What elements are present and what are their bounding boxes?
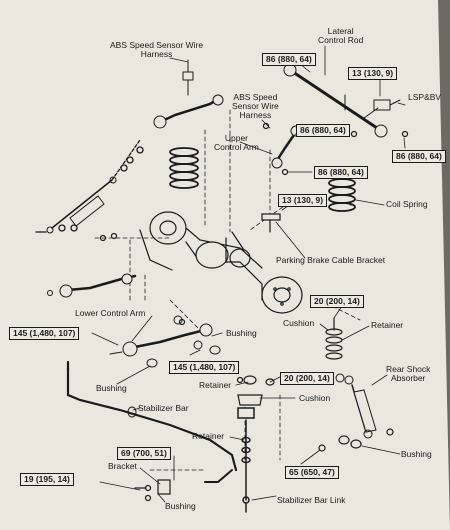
stabilizer-bar	[66, 360, 238, 483]
bushing-chain-upper	[35, 139, 144, 233]
coil-spring-left	[169, 147, 199, 189]
label-abs-harness-left: ABS Speed Sensor Wire Harness	[110, 40, 204, 59]
label-bushing-center: Bushing	[226, 328, 257, 338]
label-lateral-control-rod: Lateral Control Rod	[318, 26, 364, 45]
label-abs-harness-mid: ABS Speed Sensor Wire Harness	[232, 92, 279, 120]
label-upper-control-arm: Upper Control Arm	[214, 133, 259, 152]
torque-20-mid: 20 (200, 14)	[280, 372, 334, 385]
parking-brake-bracket	[261, 213, 281, 233]
label-rear-shock-absorber: Rear Shock Absorber	[386, 364, 431, 383]
torque-86-lower: 86 (880, 64)	[314, 166, 368, 179]
torque-65: 65 (650, 47)	[285, 466, 339, 479]
label-bushing-bottom: Bushing	[165, 501, 196, 511]
lower-control-arm	[109, 315, 221, 368]
label-parking-brake-cable-bracket: Parking Brake Cable Bracket	[276, 255, 386, 265]
label-retainer-mid: Retainer	[199, 380, 232, 390]
bolts	[99, 122, 409, 384]
torque-145-left: 145 (1,480, 107)	[9, 327, 80, 340]
torque-86-top: 86 (880, 64)	[262, 53, 316, 66]
label-cushion-upper: Cushion	[283, 318, 315, 328]
lower-control-arm-upper	[47, 273, 137, 298]
rear-shock-absorber	[335, 373, 377, 439]
label-bracket: Bracket	[108, 461, 137, 471]
label-lsp-bv: LSP&BV	[408, 92, 442, 102]
label-stabilizer-bar: Stabilizer Bar	[138, 403, 189, 413]
torque-86-mid: 86 (880, 64)	[296, 124, 350, 137]
torque-19: 19 (195, 14)	[20, 473, 74, 486]
label-bushing-right: Bushing	[401, 449, 432, 459]
label-retainer-lower: Retainer	[192, 431, 225, 441]
label-stabilizer-bar-link: Stabilizer Bar Link	[277, 495, 346, 505]
axle-housing	[139, 211, 303, 314]
shock-absorber-left	[46, 176, 117, 234]
stabilizer-cushion-group	[237, 375, 275, 406]
leader-lines	[91, 45, 406, 503]
torque-20-upper: 20 (200, 14)	[310, 295, 364, 308]
torque-13-mid: 13 (130, 9)	[278, 194, 328, 207]
label-coil-spring: Coil Spring	[386, 199, 428, 209]
torque-86-right: 86 (880, 64)	[392, 150, 446, 163]
torque-69: 69 (700, 51)	[117, 447, 171, 460]
label-cushion-lower: Cushion	[299, 393, 331, 403]
label-lower-control-arm: Lower Control Arm	[75, 308, 146, 318]
label-bushing-left: Bushing	[96, 383, 127, 393]
label-retainer-upper: Retainer	[371, 320, 404, 330]
torque-145-center: 145 (1,480, 107)	[169, 361, 240, 374]
torque-13-top: 13 (130, 9)	[348, 67, 398, 80]
bushing-right-group	[318, 428, 394, 452]
stabilizer-bar-link	[237, 407, 255, 513]
lsp-bv-valve	[344, 94, 401, 119]
stabilizer-bracket	[134, 479, 171, 502]
abs-connector-top	[182, 59, 194, 96]
upper-control-arm-left	[153, 94, 224, 129]
